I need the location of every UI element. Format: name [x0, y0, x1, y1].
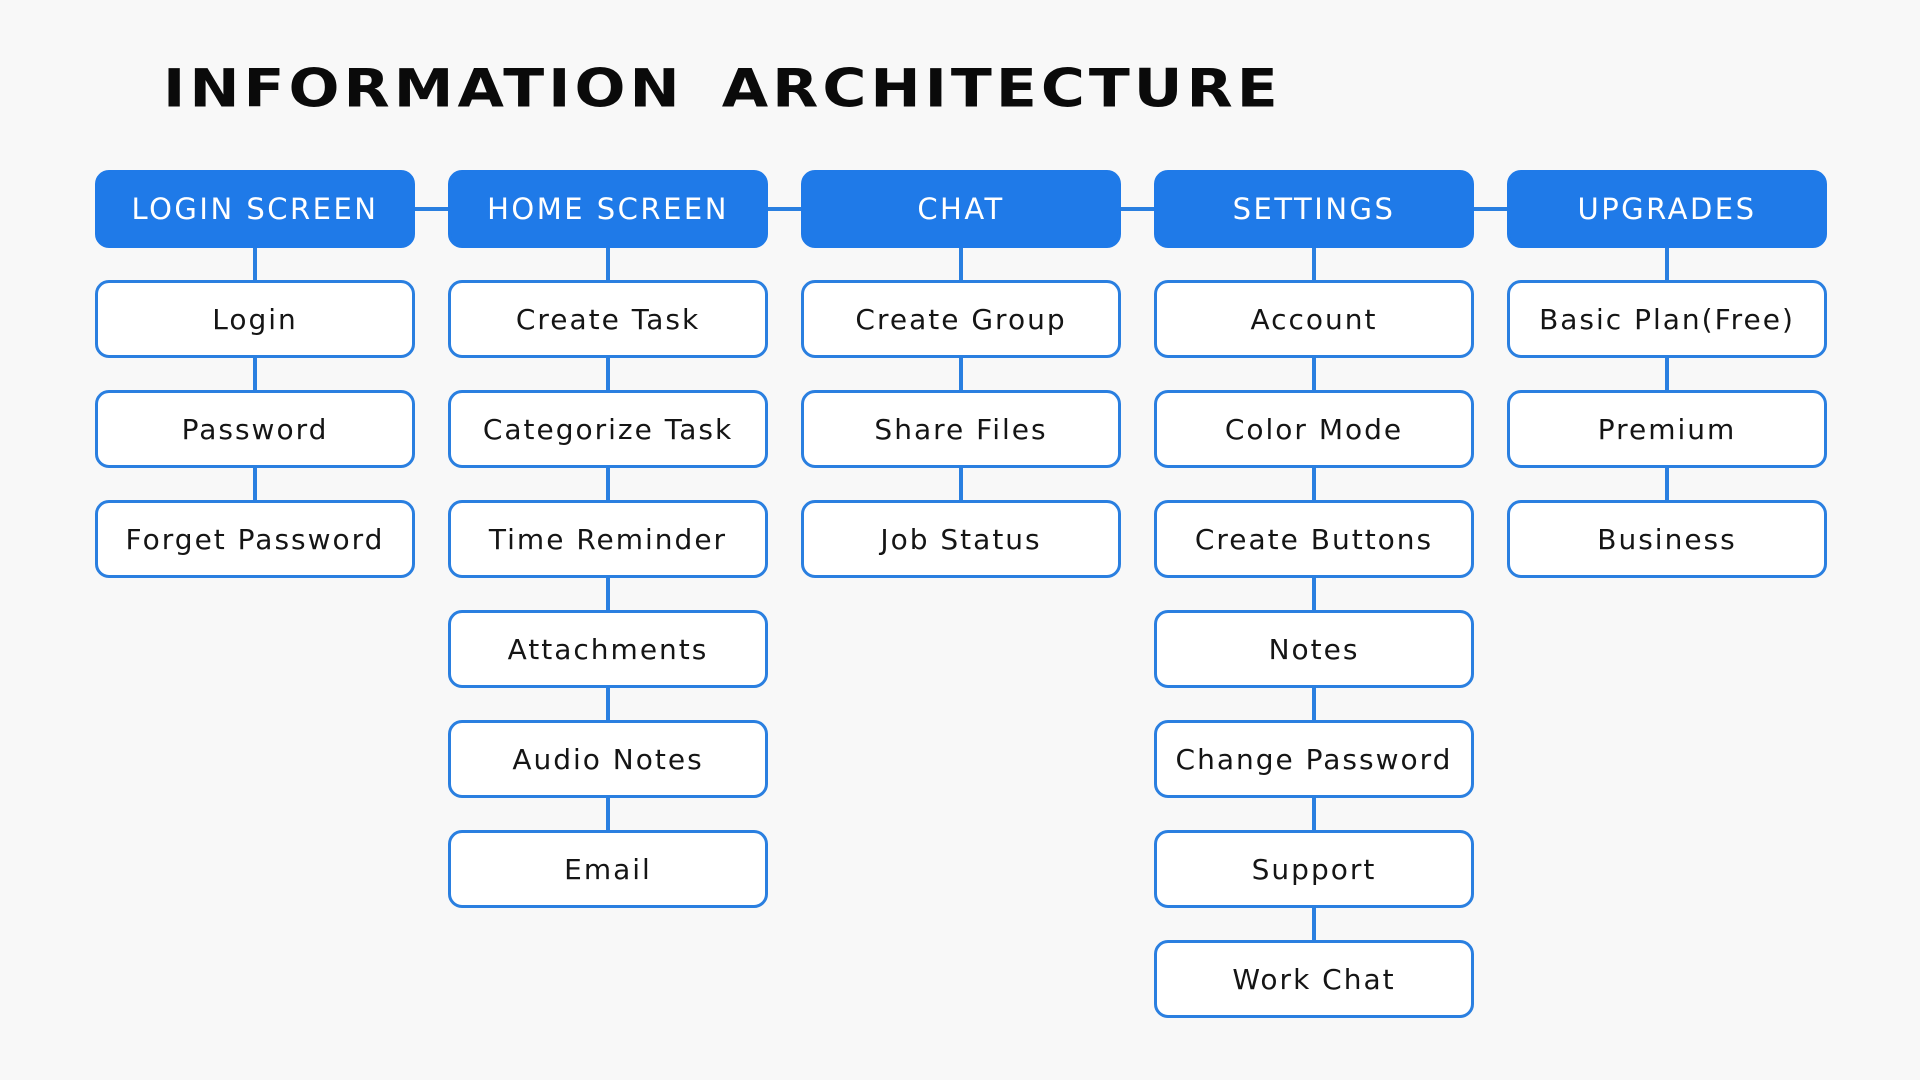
node-label: Work Chat — [1232, 962, 1396, 996]
node-premium[interactable]: Premium — [1507, 390, 1827, 468]
node-label: Share Files — [874, 412, 1048, 446]
node-label: Business — [1597, 522, 1737, 556]
node-label: Create Buttons — [1194, 522, 1434, 556]
node-label: Color Mode — [1224, 412, 1404, 446]
node-color-mode[interactable]: Color Mode — [1154, 390, 1474, 468]
header-label: SETTINGS — [1232, 192, 1396, 226]
node-login[interactable]: Login — [95, 280, 415, 358]
node-forget-password[interactable]: Forget Password — [95, 500, 415, 578]
node-work-chat[interactable]: Work Chat — [1154, 940, 1474, 1018]
node-label: Login — [212, 302, 298, 336]
node-label: Account — [1250, 302, 1378, 336]
node-label: Job Status — [880, 522, 1042, 556]
header-login-screen[interactable]: LOGIN SCREEN — [95, 170, 415, 248]
node-label: Time Reminder — [488, 522, 728, 556]
node-label: Password — [181, 412, 329, 446]
title-word-architecture: ARCHITECTURE — [721, 58, 1282, 120]
header-label: CHAT — [917, 192, 1005, 226]
node-label: Change Password — [1175, 742, 1453, 776]
header-label: HOME SCREEN — [487, 192, 729, 226]
node-account[interactable]: Account — [1154, 280, 1474, 358]
node-label: Premium — [1597, 412, 1737, 446]
header-settings[interactable]: SETTINGS — [1154, 170, 1474, 248]
node-support[interactable]: Support — [1154, 830, 1474, 908]
node-label: Attachments — [507, 632, 709, 666]
node-create-group[interactable]: Create Group — [801, 280, 1121, 358]
node-share-files[interactable]: Share Files — [801, 390, 1121, 468]
node-password[interactable]: Password — [95, 390, 415, 468]
node-label: Notes — [1268, 632, 1360, 666]
node-categorize-task[interactable]: Categorize Task — [448, 390, 768, 468]
node-attachments[interactable]: Attachments — [448, 610, 768, 688]
node-label: Create Group — [855, 302, 1067, 336]
header-chat[interactable]: CHAT — [801, 170, 1121, 248]
node-create-task[interactable]: Create Task — [448, 280, 768, 358]
header-label: UPGRADES — [1577, 192, 1757, 226]
node-email[interactable]: Email — [448, 830, 768, 908]
header-upgrades[interactable]: UPGRADES — [1507, 170, 1827, 248]
node-notes[interactable]: Notes — [1154, 610, 1474, 688]
node-business[interactable]: Business — [1507, 500, 1827, 578]
title-word-information: INFORMATION — [163, 58, 684, 120]
node-label: Create Task — [515, 302, 701, 336]
node-time-reminder[interactable]: Time Reminder — [448, 500, 768, 578]
header-label: LOGIN SCREEN — [131, 192, 379, 226]
page-title: INFORMATION ARCHITECTURE — [163, 58, 1282, 120]
node-change-password[interactable]: Change Password — [1154, 720, 1474, 798]
node-label: Basic Plan(Free) — [1539, 302, 1795, 336]
node-basic-plan-free[interactable]: Basic Plan(Free) — [1507, 280, 1827, 358]
node-label: Email — [564, 852, 652, 886]
node-label: Audio Notes — [512, 742, 704, 776]
node-audio-notes[interactable]: Audio Notes — [448, 720, 768, 798]
header-home-screen[interactable]: HOME SCREEN — [448, 170, 768, 248]
node-label: Support — [1251, 852, 1377, 886]
node-job-status[interactable]: Job Status — [801, 500, 1121, 578]
node-create-buttons[interactable]: Create Buttons — [1154, 500, 1474, 578]
node-label: Categorize Task — [482, 412, 734, 446]
node-label: Forget Password — [125, 522, 385, 556]
